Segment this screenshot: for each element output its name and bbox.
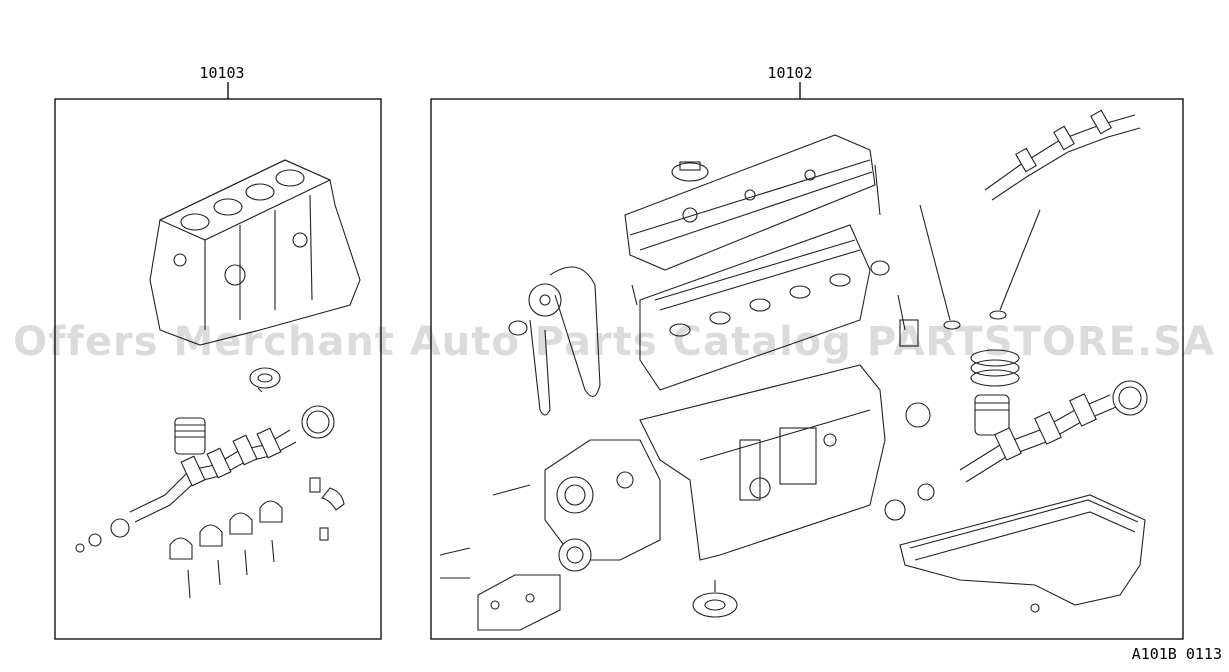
engine-block-part[interactable] <box>639 364 886 561</box>
bolt-set-part[interactable] <box>439 164 935 579</box>
bearing-caps-part[interactable] <box>169 500 283 599</box>
rear-seal-part[interactable] <box>301 405 335 439</box>
valve-part[interactable] <box>919 204 1041 330</box>
rear-seal-part-right[interactable] <box>1112 380 1148 416</box>
crankshaft-part-right[interactable] <box>959 393 1117 483</box>
oil-filter-part[interactable] <box>692 580 738 618</box>
thrust-washer-part[interactable] <box>309 477 345 541</box>
timing-chain-part[interactable] <box>528 266 601 416</box>
rocker-arm-part[interactable] <box>984 109 1141 201</box>
piston-part[interactable] <box>174 417 206 455</box>
cylinder-block-part[interactable] <box>149 159 361 346</box>
assembly-frame-10103 <box>54 98 382 640</box>
assembly-10103[interactable]: 10103 <box>54 64 382 640</box>
watermark-text: Offers Merchant Auto Parts Catalog PARTS… <box>13 319 1215 365</box>
assembly-frame-10102 <box>430 98 1184 640</box>
crankshaft-part[interactable] <box>75 427 297 553</box>
reference-code: A101B 0113 <box>1132 645 1222 663</box>
assembly-10102[interactable]: 10102 <box>430 64 1184 640</box>
valve-cover-part[interactable] <box>624 134 876 271</box>
oil-pan-part[interactable] <box>899 494 1146 613</box>
oil-pump-part[interactable] <box>249 367 281 393</box>
oil-pump-plate-part[interactable] <box>477 574 561 631</box>
front-cover-part[interactable] <box>544 439 661 561</box>
callout-label-10103[interactable]: 10103 <box>199 64 244 82</box>
cylinder-head-part[interactable] <box>639 224 871 391</box>
water-pump-part[interactable] <box>558 538 592 572</box>
piston-ring-part[interactable] <box>970 349 1020 387</box>
callout-label-10102[interactable]: 10102 <box>767 64 812 82</box>
piston-part-right[interactable] <box>974 394 1010 436</box>
